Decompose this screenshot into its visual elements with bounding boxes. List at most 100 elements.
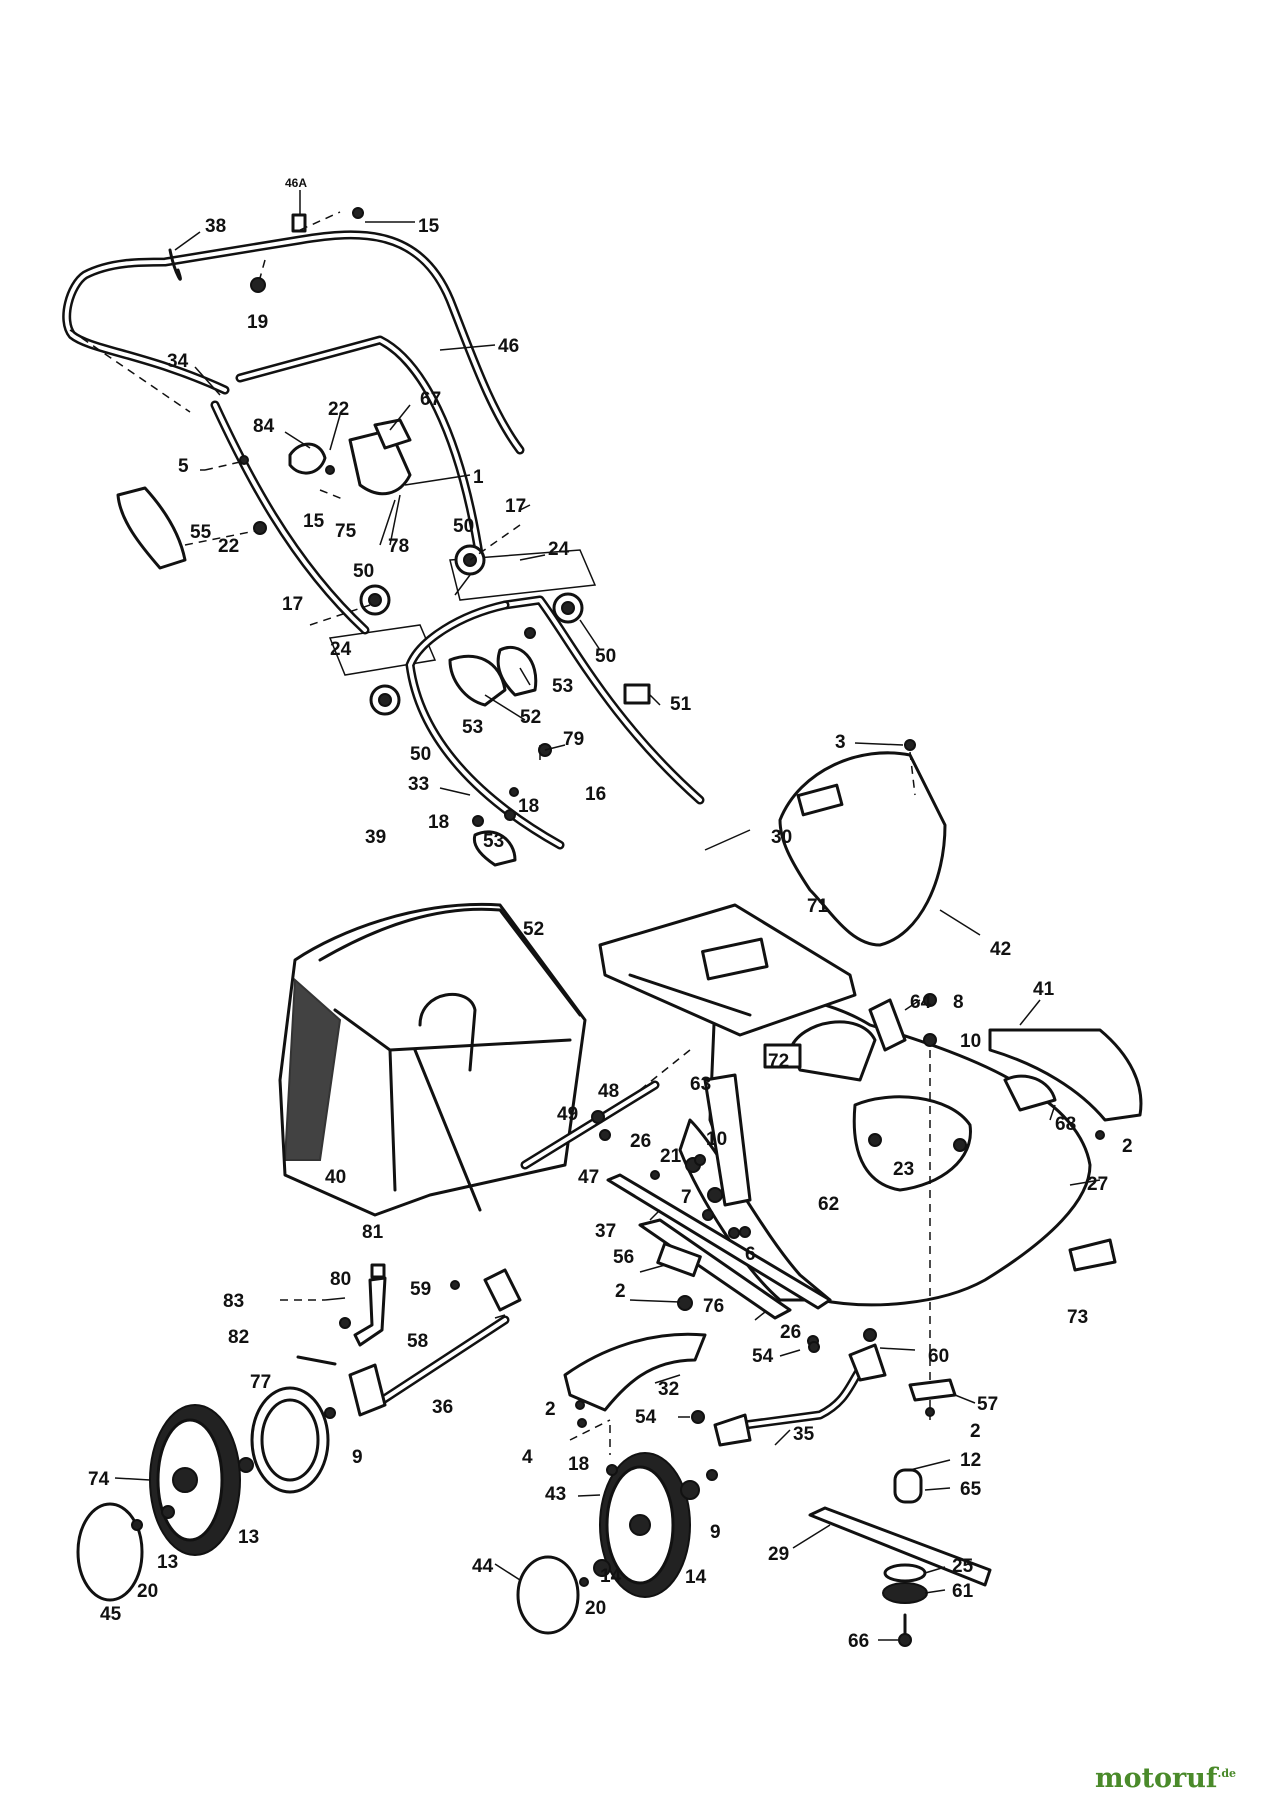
label-62: 62 bbox=[818, 1194, 839, 1215]
label-32: 32 bbox=[658, 1379, 679, 1400]
label-22a: 22 bbox=[328, 399, 349, 420]
label-24b: 24 bbox=[330, 639, 352, 660]
label-60: 60 bbox=[928, 1346, 949, 1367]
label-12: 12 bbox=[960, 1450, 981, 1471]
axle-rod bbox=[520, 1049, 691, 1170]
label-35: 35 bbox=[793, 1424, 815, 1445]
label-21: 21 bbox=[660, 1146, 682, 1167]
label-56: 56 bbox=[613, 1247, 634, 1268]
label-42: 42 bbox=[990, 939, 1011, 960]
label-68: 68 bbox=[1055, 1114, 1076, 1135]
leader-lines bbox=[114, 190, 1101, 1641]
label-2c: 2 bbox=[545, 1399, 556, 1420]
label-14a: 14 bbox=[600, 1566, 622, 1587]
watermark-suffix: .de bbox=[1217, 1767, 1237, 1780]
label-76: 76 bbox=[703, 1296, 724, 1317]
label-18a: 18 bbox=[428, 812, 449, 833]
label-40: 40 bbox=[325, 1167, 346, 1188]
label-36: 36 bbox=[432, 1397, 453, 1418]
rear-rail bbox=[606, 1173, 832, 1320]
bracket-63 bbox=[650, 1073, 752, 1239]
label-83: 83 bbox=[223, 1291, 244, 1312]
label-39: 39 bbox=[365, 827, 386, 848]
label-53b: 53 bbox=[462, 717, 483, 738]
label-52b: 52 bbox=[523, 919, 544, 940]
label-48: 48 bbox=[598, 1081, 619, 1102]
height-lever-parts bbox=[288, 418, 412, 546]
label-53c: 53 bbox=[483, 831, 504, 852]
label-29: 29 bbox=[768, 1544, 789, 1565]
label-44: 44 bbox=[472, 1556, 494, 1577]
front-wheel bbox=[516, 1452, 718, 1635]
label-65: 65 bbox=[960, 1479, 982, 1500]
label-26a: 26 bbox=[630, 1131, 651, 1152]
label-54a: 54 bbox=[752, 1346, 774, 1367]
label-2d: 2 bbox=[970, 1421, 981, 1442]
clamp-knobs bbox=[309, 524, 597, 716]
rear-flap bbox=[598, 903, 857, 1037]
label-50c: 50 bbox=[595, 646, 616, 667]
label-67: 67 bbox=[420, 389, 441, 410]
label-63: 63 bbox=[690, 1074, 711, 1095]
label-50b: 50 bbox=[353, 561, 374, 582]
label-5: 5 bbox=[178, 456, 189, 477]
label-18c: 18 bbox=[568, 1454, 589, 1475]
cover bbox=[778, 739, 947, 947]
label-45: 45 bbox=[100, 1604, 122, 1625]
label-61: 61 bbox=[952, 1581, 974, 1602]
rear-wheel bbox=[76, 1386, 330, 1602]
lower-handle bbox=[405, 595, 705, 867]
label-71: 71 bbox=[807, 896, 829, 917]
label-79: 79 bbox=[563, 729, 584, 750]
label-27: 27 bbox=[1087, 1174, 1108, 1195]
label-73: 73 bbox=[1067, 1307, 1088, 1328]
label-9a: 9 bbox=[352, 1447, 363, 1468]
label-54b: 54 bbox=[635, 1407, 657, 1428]
label-2a: 2 bbox=[1122, 1136, 1133, 1157]
label-57: 57 bbox=[977, 1394, 998, 1415]
label-50a: 50 bbox=[453, 516, 474, 537]
label-7: 7 bbox=[681, 1187, 692, 1208]
label-75: 75 bbox=[335, 521, 357, 542]
label-52a: 52 bbox=[520, 707, 541, 728]
label-16: 16 bbox=[585, 784, 606, 805]
front-axle bbox=[691, 1328, 957, 1447]
label-80: 80 bbox=[330, 1269, 351, 1290]
label-46A: 46A bbox=[285, 176, 307, 190]
label-46: 46 bbox=[498, 336, 519, 357]
label-2b: 2 bbox=[615, 1281, 626, 1302]
label-66: 66 bbox=[848, 1631, 869, 1652]
label-30: 30 bbox=[771, 827, 792, 848]
label-17b: 17 bbox=[282, 594, 303, 615]
label-8: 8 bbox=[953, 992, 964, 1013]
shield-32 bbox=[563, 1332, 707, 1455]
label-43: 43 bbox=[545, 1484, 566, 1505]
label-15a: 15 bbox=[418, 216, 440, 237]
label-3: 3 bbox=[835, 732, 846, 753]
label-59: 59 bbox=[410, 1279, 431, 1300]
label-50d: 50 bbox=[410, 744, 431, 765]
label-55: 55 bbox=[190, 522, 212, 543]
bracket-55 bbox=[116, 455, 267, 570]
label-41: 41 bbox=[1033, 979, 1055, 1000]
label-34: 34 bbox=[167, 351, 189, 372]
label-74: 74 bbox=[88, 1469, 110, 1490]
label-15b: 15 bbox=[303, 511, 325, 532]
label-14b: 14 bbox=[685, 1567, 707, 1588]
label-22b: 22 bbox=[218, 536, 239, 557]
label-26b: 26 bbox=[780, 1322, 801, 1343]
label-13a: 13 bbox=[238, 1527, 259, 1548]
label-53a: 53 bbox=[552, 676, 573, 697]
label-72: 72 bbox=[768, 1051, 789, 1072]
label-17a: 17 bbox=[505, 496, 526, 517]
upper-handle bbox=[62, 207, 525, 635]
label-49: 49 bbox=[557, 1104, 578, 1125]
watermark-logo: motoruf.de bbox=[1095, 1763, 1236, 1794]
label-77: 77 bbox=[250, 1372, 271, 1393]
watermark-brand: motoruf bbox=[1095, 1763, 1218, 1794]
label-1: 1 bbox=[473, 467, 484, 488]
label-19: 19 bbox=[247, 312, 268, 333]
part-labels: 46A 38 15 19 46 34 67 84 22 5 1 15 75 55… bbox=[88, 176, 1133, 1652]
